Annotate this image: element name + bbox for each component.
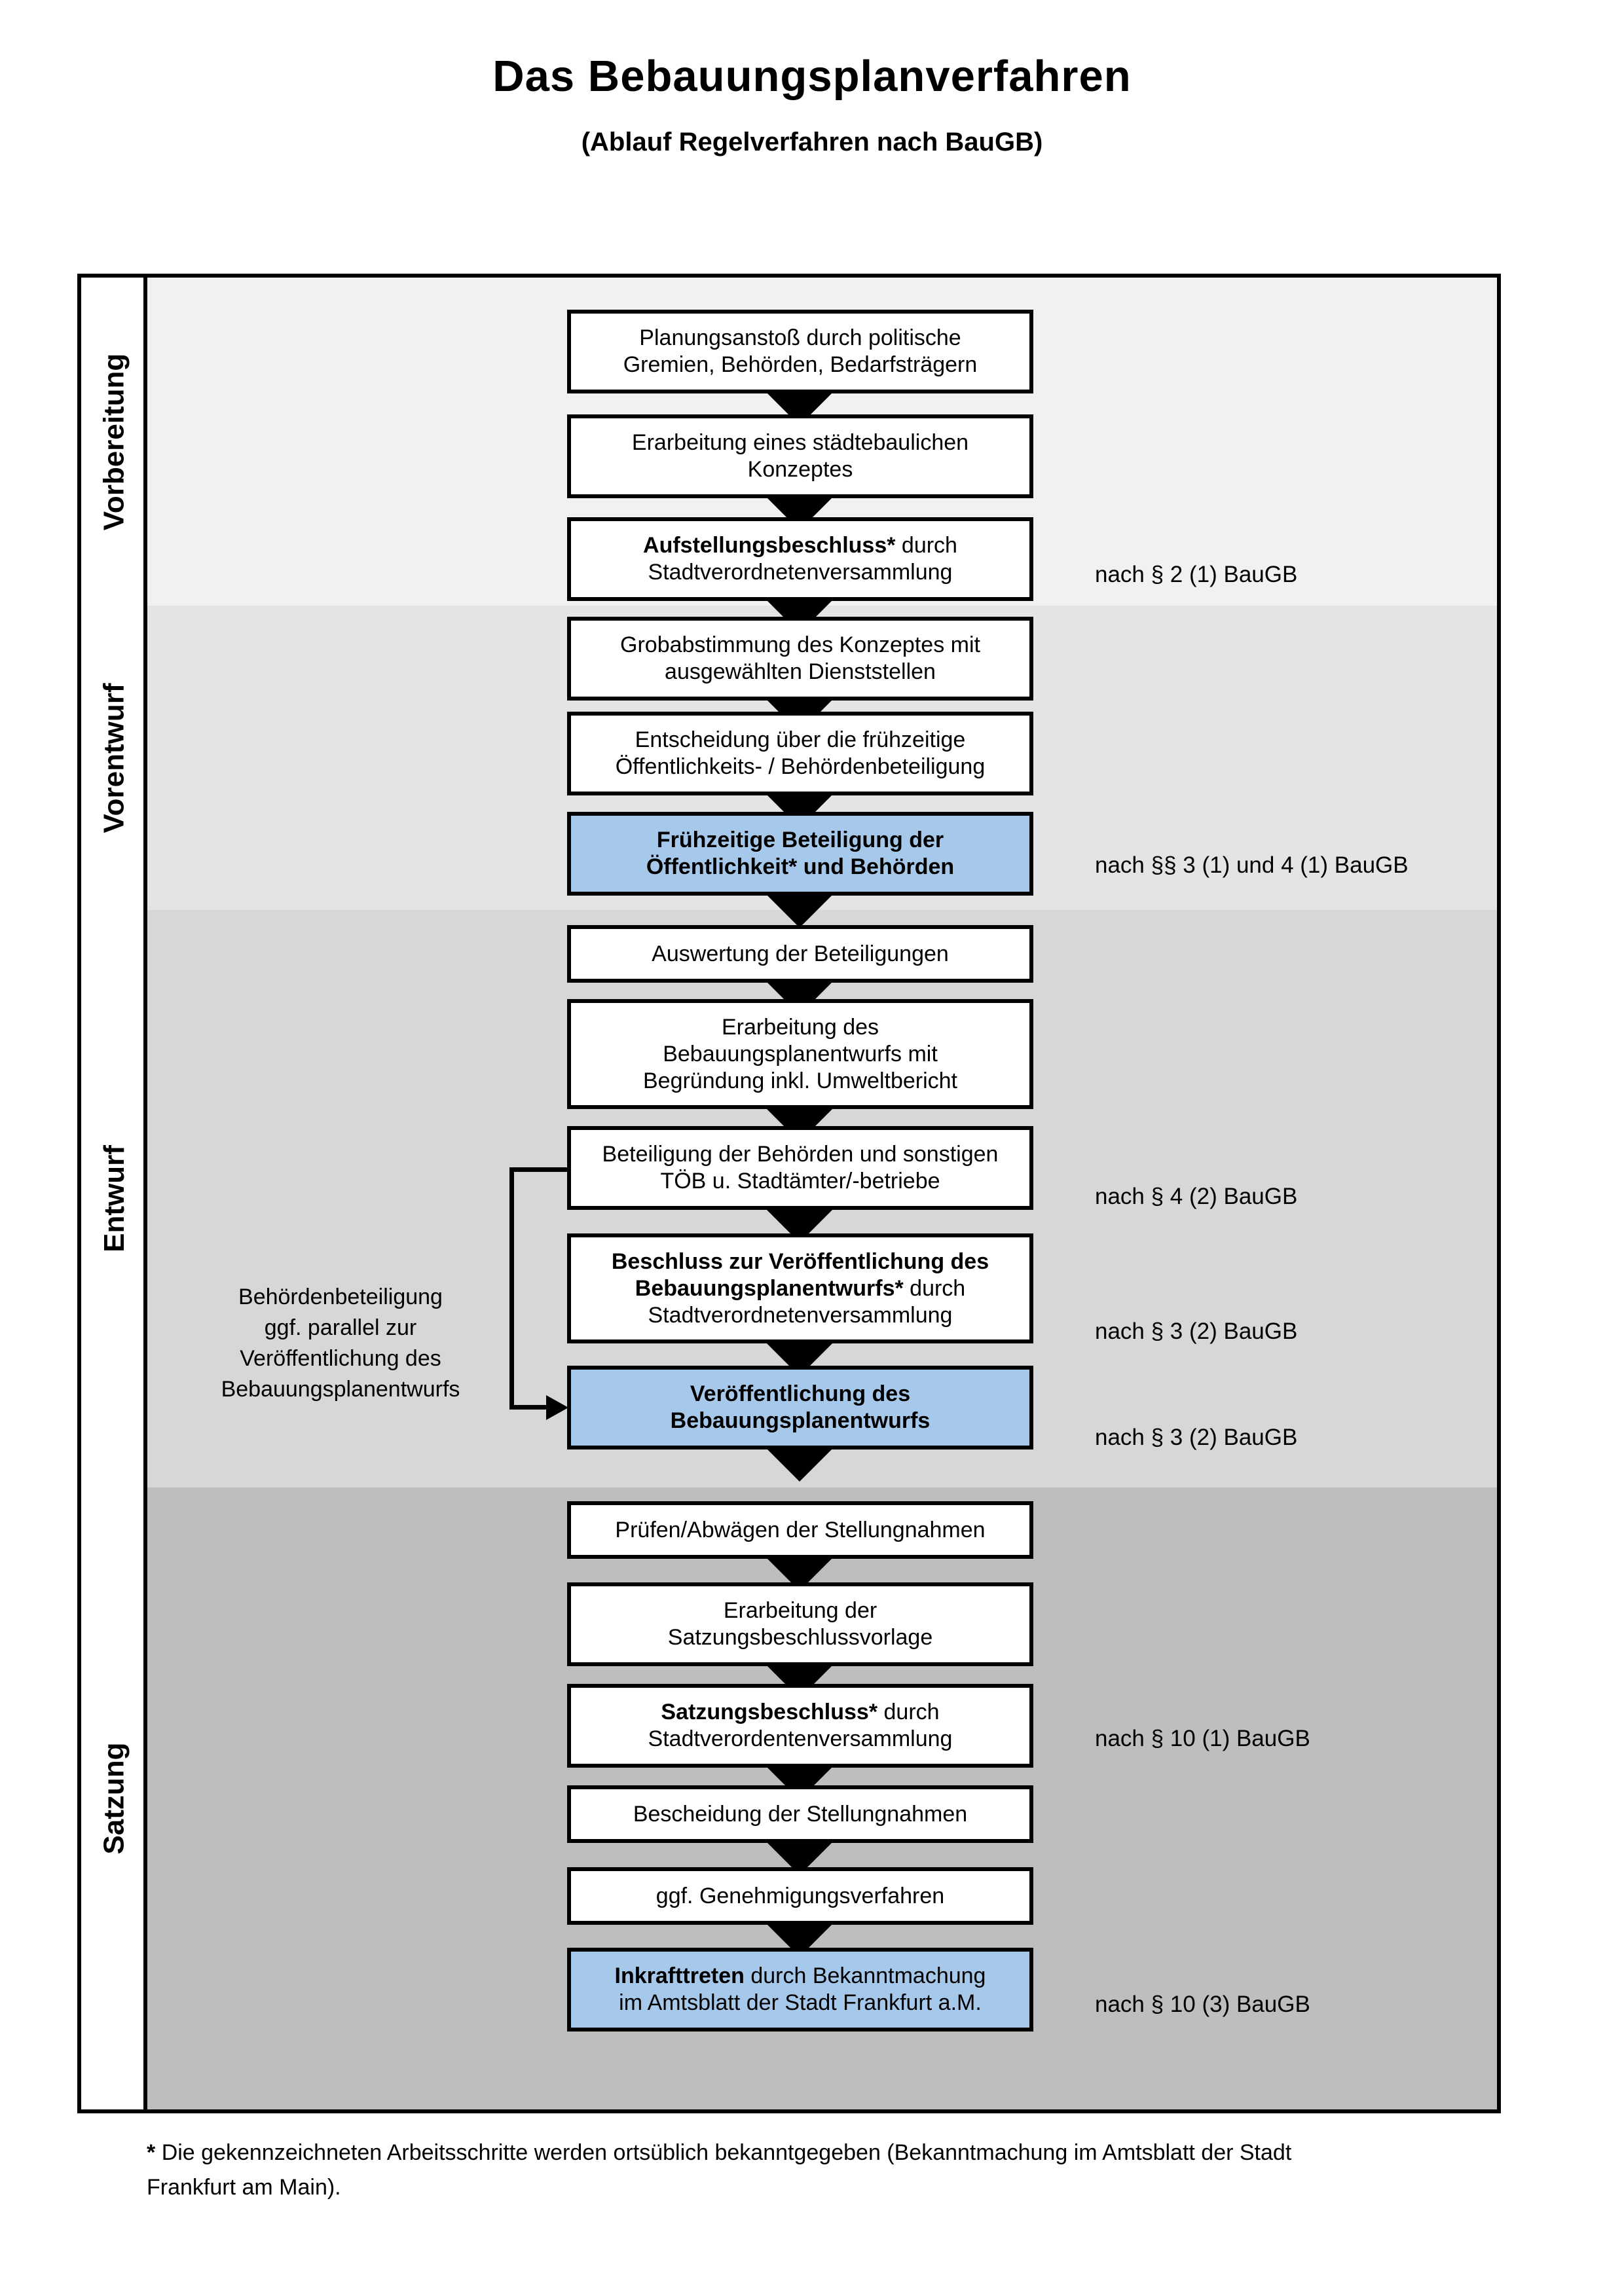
- step-text: Grobabstimmung des Konzeptes mit ausgewä…: [620, 632, 980, 684]
- legal-ref-fruehzeitige-beteiligung: nach §§ 3 (1) und 4 (1) BauGB: [1095, 852, 1409, 878]
- step-box-grobabstimmung: Grobabstimmung des Konzeptes mit ausgewä…: [567, 617, 1033, 701]
- step-box-aufstellungsbeschluss: Aufstellungsbeschluss* durch Stadtverord…: [567, 517, 1033, 601]
- footnote-text: Die gekennzeichneten Arbeitsschritte wer…: [161, 2140, 1292, 2165]
- step-bold-text: Inkrafttreten: [614, 1963, 751, 1988]
- legal-ref-inkrafttreten: nach § 10 (3) BauGB: [1095, 1992, 1310, 2017]
- step-box-bescheidung: Bescheidung der Stellungnahmen: [567, 1785, 1033, 1843]
- step-text: durch Bekanntmachung im Amtsblatt der St…: [619, 1963, 986, 2015]
- phase-label-satzung: Satzung: [98, 1742, 130, 1855]
- footnote-line: Frankfurt am Main).: [147, 2175, 341, 2200]
- step-box-fruehzeitige-beteiligung: Frühzeitige Beteiligung der Öffentlichke…: [567, 812, 1033, 896]
- branch-line-bottom: [509, 1405, 550, 1410]
- step-text: durch Stadtverordnetenversammlung: [648, 533, 957, 585]
- side-note-line: Behördenbeteiligung: [238, 1285, 443, 1309]
- phase-label-column: [81, 278, 147, 2109]
- step-text: Planungsanstoß durch politische Gremien,…: [623, 325, 978, 377]
- branch-line-top: [509, 1167, 567, 1172]
- phase-label-vorentwurf: Vorentwurf: [98, 683, 130, 833]
- step-bold-text: Beschluss zur Veröffentlichung des Bebau…: [611, 1248, 989, 1301]
- step-text: ggf. Genehmigungsverfahren: [655, 1883, 945, 1908]
- step-box-genehmigungsverfahren: ggf. Genehmigungsverfahren: [567, 1867, 1033, 1925]
- step-bold-text: Frühzeitige Beteiligung der Öffentlichke…: [646, 828, 955, 879]
- step-text: Erarbeitung des Bebauungsplanentwurfs mi…: [642, 1014, 958, 1093]
- step-box-veroeffentlichungsbeschluss: Beschluss zur Veröffentlichung des Bebau…: [567, 1233, 1033, 1343]
- side-note-line: Bebauungsplanentwurfs: [221, 1377, 460, 1402]
- branch-line-vertical: [509, 1167, 514, 1410]
- phase-label-entwurf: Entwurf: [98, 1145, 130, 1252]
- side-note-line: ggf. parallel zur: [264, 1315, 417, 1340]
- step-box-satzungsbeschluss: Satzungsbeschluss* durch Stadtverordente…: [567, 1684, 1033, 1768]
- legal-ref-veroeffentlichungsbeschluss: nach § 3 (2) BauGB: [1095, 1319, 1298, 1344]
- legal-ref-behoerdenbeteiligung: nach § 4 (2) BauGB: [1095, 1184, 1298, 1209]
- legal-ref-veroeffentlichung: nach § 3 (2) BauGB: [1095, 1425, 1298, 1450]
- step-box-entwurf-erarbeitung: Erarbeitung des Bebauungsplanentwurfs mi…: [567, 999, 1033, 1109]
- step-box-satzungsvorlage: Erarbeitung der Satzungsbeschlussvorlage: [567, 1582, 1033, 1666]
- step-text: Prüfen/Abwägen der Stellungnahmen: [615, 1517, 986, 1542]
- step-box-konzept-erarbeitung: Erarbeitung eines städtebaulichen Konzep…: [567, 414, 1033, 498]
- step-bold-text: Veröffentlichung des Bebauungsplanentwur…: [670, 1381, 931, 1433]
- step-box-auswertung: Auswertung der Beteiligungen: [567, 925, 1033, 983]
- step-text: Beteiligung der Behörden und sonstigen T…: [602, 1142, 999, 1194]
- phase-label-vorbereitung: Vorbereitung: [98, 353, 130, 530]
- branch-arrow-right-icon: [546, 1395, 568, 1420]
- step-text: Erarbeitung eines städtebaulichen Konzep…: [631, 430, 969, 482]
- step-bold-text: Satzungsbeschluss*: [661, 1700, 884, 1724]
- page-title: Das Bebauungsplanverfahren: [492, 52, 1132, 101]
- step-text: Entscheidung über die frühzeitige Öffent…: [615, 727, 986, 779]
- legal-ref-aufstellungsbeschluss: nach § 2 (1) BauGB: [1095, 562, 1298, 587]
- footnote: * Die gekennzeichneten Arbeitsschritte w…: [147, 2136, 1496, 2205]
- side-note-line: Veröffentlichung des: [240, 1346, 441, 1371]
- step-text: Erarbeitung der Satzungsbeschlussvorlage: [667, 1598, 933, 1650]
- step-box-pruefen-abwaegen: Prüfen/Abwägen der Stellungnahmen: [567, 1501, 1033, 1559]
- legal-ref-satzungsbeschluss: nach § 10 (1) BauGB: [1095, 1726, 1310, 1751]
- side-note-parallel-beteiligung: Behördenbeteiligung ggf. parallel zur Ve…: [185, 1282, 496, 1405]
- step-box-entscheidung-beteiligung: Entscheidung über die frühzeitige Öffent…: [567, 712, 1033, 795]
- footnote-asterisk: *: [147, 2140, 156, 2165]
- step-text: durch Stadtverordentenversammlung: [648, 1700, 953, 1751]
- step-box-behoerdenbeteiligung: Beteiligung der Behörden und sonstigen T…: [567, 1126, 1033, 1210]
- step-box-inkrafttreten: Inkrafttreten durch Bekanntmachung im Am…: [567, 1948, 1033, 2032]
- step-box-planungsanstoss: Planungsanstoß durch politische Gremien,…: [567, 310, 1033, 393]
- footnote-line: * Die gekennzeichneten Arbeitsschritte w…: [147, 2136, 1496, 2170]
- step-box-veroeffentlichung: Veröffentlichung des Bebauungsplanentwur…: [567, 1366, 1033, 1449]
- step-bold-text: Aufstellungsbeschluss*: [643, 533, 902, 558]
- step-text: durch Stadtverordnetenversammlung: [648, 1275, 966, 1328]
- step-text: Auswertung der Beteiligungen: [652, 941, 949, 966]
- step-text: Bescheidung der Stellungnahmen: [633, 1801, 968, 1827]
- page-subtitle: (Ablauf Regelverfahren nach BauGB): [581, 128, 1043, 156]
